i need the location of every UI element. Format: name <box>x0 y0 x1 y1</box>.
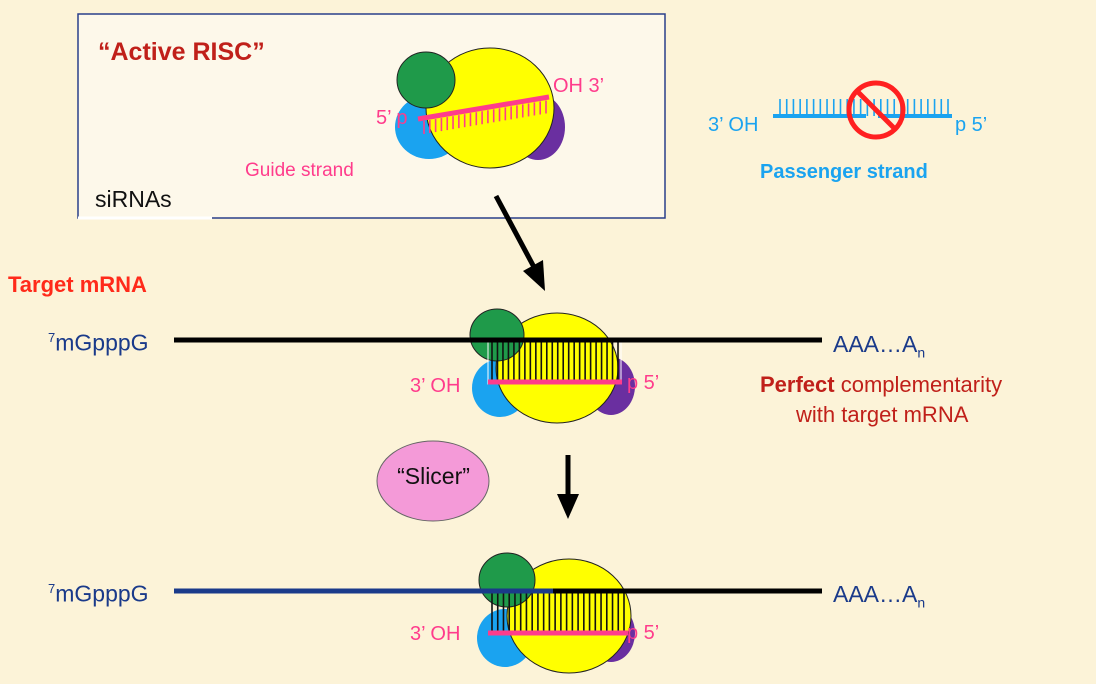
protein-yellow <box>506 558 632 674</box>
risc-complex-3 <box>477 552 635 674</box>
poly-a-tail-label: AAA…An <box>833 331 926 361</box>
passenger-p5-label: p 5’ <box>955 114 988 136</box>
complex3-3oh-label: 3’ OH <box>410 623 461 645</box>
risc-complex-2 <box>469 308 635 424</box>
mrna-cap-label-cleaved: 7mGpppG <box>48 580 149 607</box>
active-risc-title: “Active RISC” <box>98 38 265 66</box>
slicer-label: “Slicer” <box>397 463 470 489</box>
poly-a-tail-label-cleaved: AAA…An <box>833 581 926 611</box>
mrna-cap-label: 7mGpppG <box>48 329 149 356</box>
target-mrna-label: Target mRNA <box>8 272 147 297</box>
passenger-strand-bases <box>779 99 949 116</box>
passenger-strand-label: Passenger strand <box>760 161 928 183</box>
complex-3oh-label: 3’ OH <box>410 375 461 397</box>
down-arrow-icon <box>557 455 579 519</box>
guide-strand-bases <box>423 100 547 134</box>
complex-p5-label: p 5’ <box>627 372 660 394</box>
active-risc-box <box>77 13 666 219</box>
guide-5p-label: 5’ p <box>376 107 408 129</box>
slicer-protein <box>376 440 490 522</box>
duplex-bases <box>491 593 625 631</box>
sirnas-label: siRNAs <box>95 186 172 212</box>
down-arrow-icon <box>493 194 545 291</box>
no-symbol-icon <box>846 80 906 140</box>
complex3-p5-label: p 5’ <box>627 622 660 644</box>
guide-strand-label: Guide strand <box>245 160 354 181</box>
guide-oh3-label: OH 3’ <box>553 75 605 97</box>
with-target-mrna-label: with target mRNA <box>796 402 969 427</box>
protein-green <box>396 51 456 109</box>
slicer-label-container: “Slicer” <box>376 441 491 521</box>
passenger-3oh-label: 3’ OH <box>708 114 759 136</box>
perfect-complementarity-label: Perfect complementarity <box>760 372 1003 397</box>
risc-complex-1 <box>395 47 565 169</box>
passenger-strand-duplex <box>773 99 952 118</box>
duplex-bases <box>491 342 619 380</box>
guide-strand <box>417 94 550 122</box>
